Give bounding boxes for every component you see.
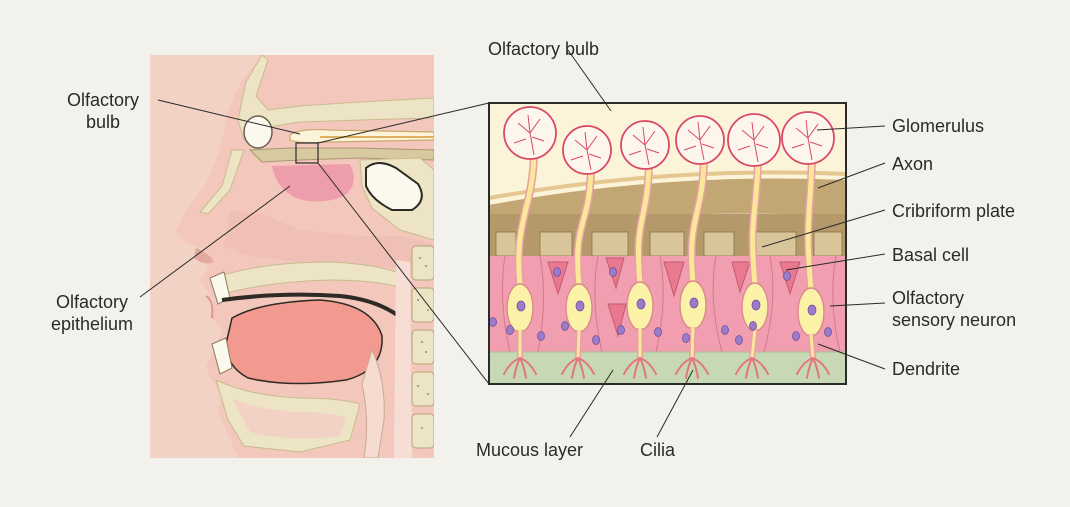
label-olfactory-sensory-neuron: Olfactory sensory neuron — [892, 287, 1016, 331]
label-olfactory-bulb-top: Olfactory bulb — [488, 39, 600, 59]
glomerulus-branches — [628, 126, 660, 166]
neuron-2 — [561, 125, 612, 379]
dendrite-core — [576, 329, 581, 359]
axon-core — [750, 161, 761, 286]
neuron-3 — [620, 120, 670, 379]
label-olfactory-epithelium-line1: Olfactory — [55, 292, 129, 312]
cilia — [675, 357, 709, 379]
label-olfactory-bulb-left-line2: bulb — [85, 112, 121, 132]
label-axon: Axon — [892, 154, 934, 174]
label-olfactory-sensory-neuron-line2: sensory neuron — [892, 310, 1017, 330]
neuron-nucleus — [636, 298, 646, 310]
cilia — [503, 357, 537, 379]
neuron-6 — [781, 111, 835, 379]
label-dendrite: Dendrite — [892, 359, 961, 379]
label-olfactory-bulb-left-line1: Olfactory — [66, 90, 140, 110]
dendrite-core — [809, 333, 815, 359]
glomerulus-branches — [791, 119, 823, 161]
head-cross-section — [150, 55, 434, 458]
skull-bone — [237, 55, 434, 141]
zoom-region-box — [295, 142, 319, 164]
cilia — [735, 357, 769, 379]
neuron-nucleus — [689, 297, 699, 309]
neuron-nucleus — [575, 300, 585, 312]
cilia — [561, 357, 595, 379]
glomerulus-branches — [513, 114, 545, 156]
label-cribriform-plate: Cribriform plate — [892, 201, 1016, 221]
leader-lines — [139, 49, 886, 438]
nuclei — [489, 267, 832, 345]
neuron-nucleus — [751, 299, 761, 311]
label-olfactory-sensory-neuron-line1: Olfactory — [892, 288, 965, 308]
label-cilia: Cilia — [640, 440, 676, 460]
label-basal-cell: Basal cell — [892, 245, 970, 265]
cilia — [623, 357, 657, 379]
neuron-nucleus — [516, 300, 526, 312]
dendrite-core — [750, 328, 757, 359]
neuron-5 — [727, 113, 781, 379]
glomerulus-branches — [570, 131, 602, 171]
cilia — [796, 357, 830, 379]
neuron-4 — [675, 115, 725, 379]
tongue — [225, 299, 383, 385]
neuron-1 — [503, 106, 557, 379]
label-olfactory-epithelium-line2: epithelium — [50, 314, 134, 334]
neuron-nucleus — [807, 304, 817, 316]
olfactory-neurons — [503, 106, 835, 379]
label-glomerulus: Glomerulus — [892, 116, 985, 136]
label-mucous-layer: Mucous layer — [476, 440, 584, 460]
dendrite-core — [690, 326, 695, 359]
axon-core — [575, 169, 594, 287]
label-olfactory-epithelium: Olfactory epithelium — [32, 291, 152, 335]
axon-core — [805, 159, 815, 291]
axon-core — [516, 154, 537, 287]
glomerulus-branches — [683, 121, 715, 161]
axon-core — [635, 164, 652, 285]
glomerulus-branches — [737, 121, 769, 163]
olfactory-epithelium-patch — [272, 164, 354, 202]
label-olfactory-bulb-left: Olfactory bulb — [48, 89, 158, 133]
axon-core — [689, 159, 707, 284]
